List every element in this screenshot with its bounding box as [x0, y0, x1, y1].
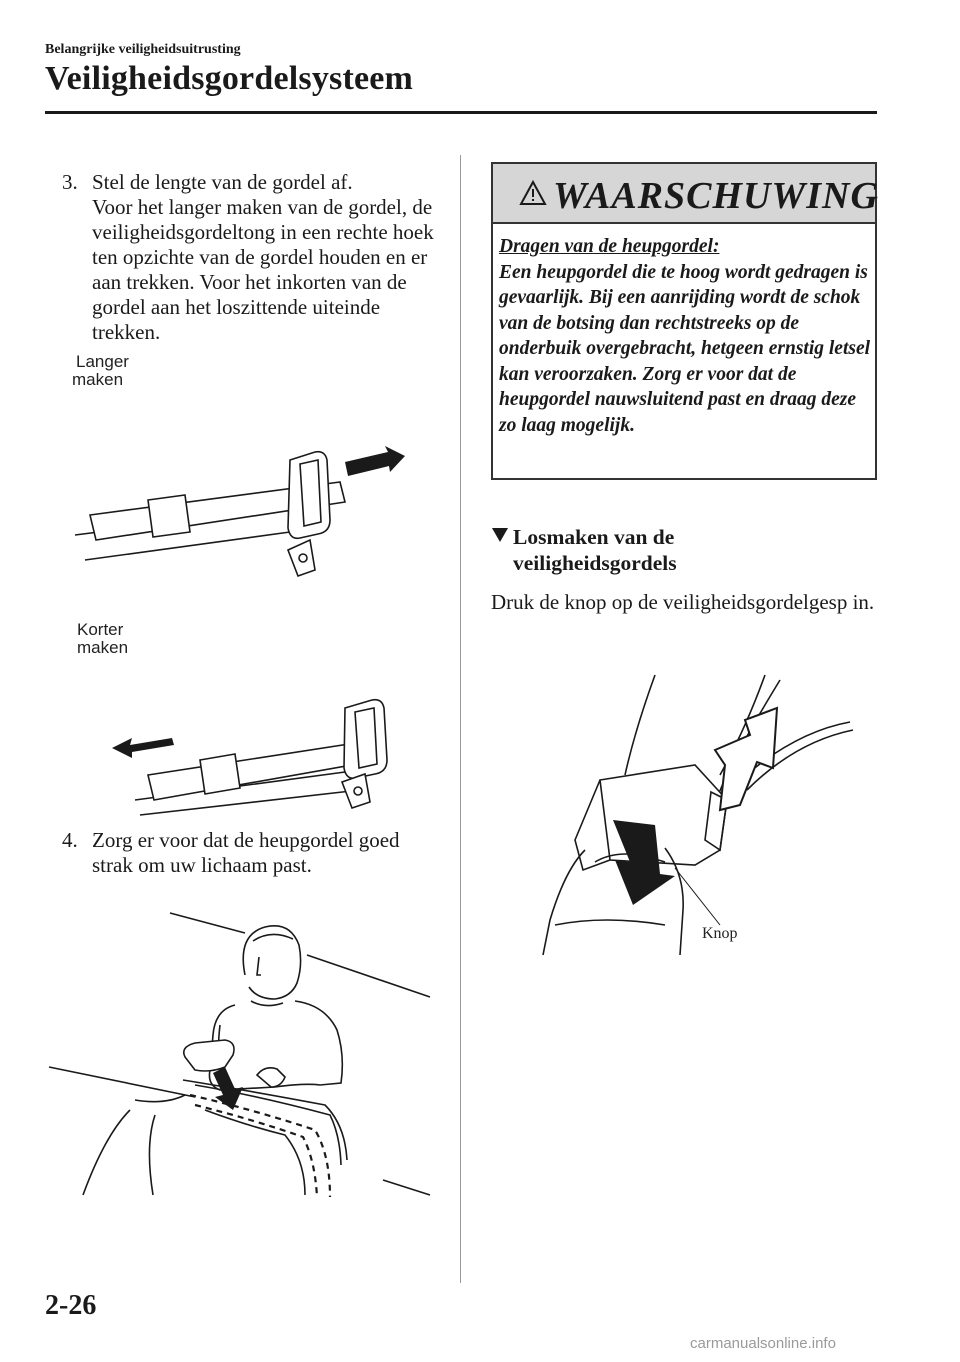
belt-lengthen-illustration [74, 446, 405, 578]
belt-shorten-illustration [112, 698, 388, 816]
section-label: Belangrijke veiligheidsuitrusting [45, 42, 241, 57]
warning-header: WAARSCHUWING [493, 164, 878, 224]
step-lead: Stel de lengte van de gordel af. [92, 170, 353, 194]
column-divider [460, 155, 461, 1283]
knop-callout: Knop [702, 925, 738, 942]
figure-label-lengthen: Langer maken [72, 352, 129, 389]
warning-triangle-icon [519, 179, 547, 205]
step-number: 3. [62, 170, 78, 194]
watermark: carmanualsonline.info [690, 1335, 836, 1352]
step-body: Voor het langer maken van de gordel, de … [92, 195, 434, 344]
warning-subtitle: Dragen van de heupgordel: [499, 236, 720, 257]
warning-body: Een heupgordel die te hoog wordt gedrage… [499, 261, 871, 436]
step-body: Zorg er voor dat de heupgordel goed stra… [92, 828, 400, 877]
page-number: 2-26 [45, 1290, 97, 1321]
step-number: 4. [62, 828, 78, 852]
lap-belt-wearer-illustration [48, 912, 431, 1198]
subheading-line2: veiligheidsgordels [513, 551, 677, 575]
triangle-bullet-icon [492, 528, 508, 542]
page-title: Veiligheidsgordelsysteem [45, 60, 414, 97]
buckle-release-illustration [542, 674, 854, 956]
release-paragraph: Druk de knop op de veiligheidsgordelgesp… [491, 590, 875, 614]
figure-label-shorten: Korter maken [77, 620, 129, 657]
title-rule [45, 111, 877, 114]
warning-text: Dragen van de heupgordel: Een heupgordel… [499, 234, 871, 438]
warning-box: WAARSCHUWING Dragen van de heupgordel: E… [491, 162, 878, 480]
warning-title: WAARSCHUWING [553, 175, 879, 217]
subheading-line1: Losmaken van de [513, 525, 675, 549]
